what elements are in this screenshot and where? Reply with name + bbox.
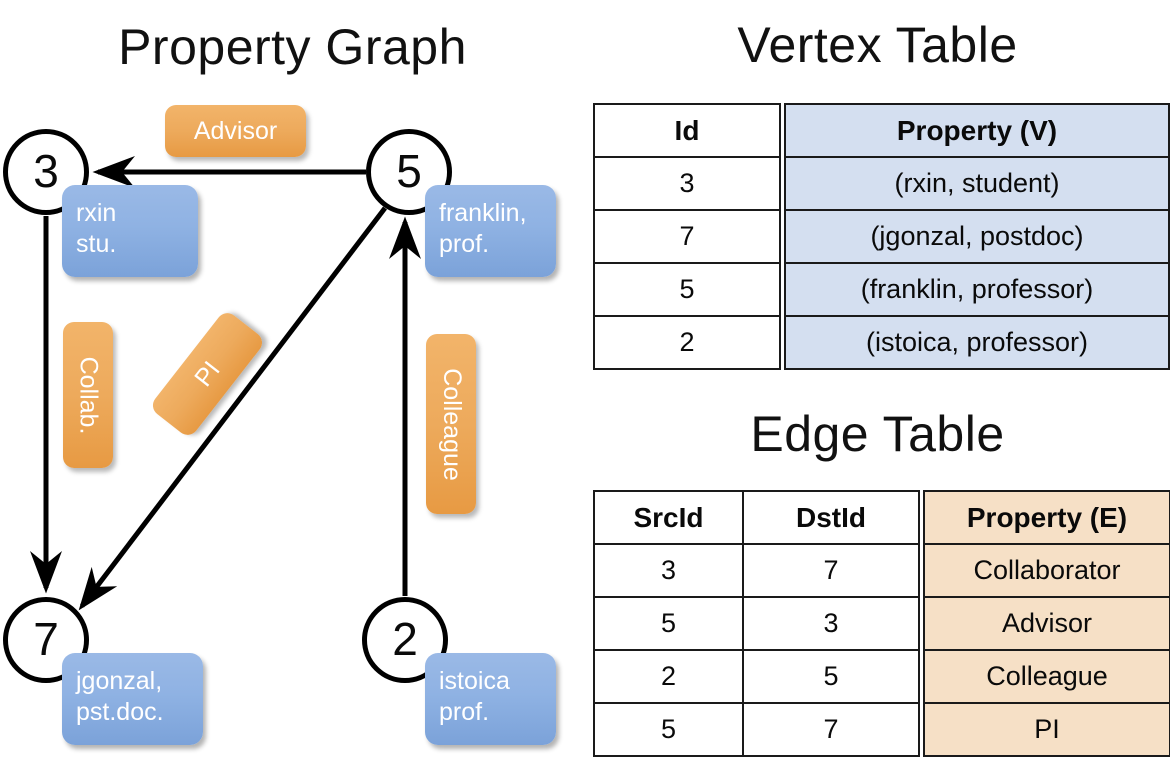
node-property-2-line-1: istoica	[439, 667, 510, 695]
vertex-header-id: Id	[593, 103, 781, 158]
vertex-cell-property: (rxin, student)	[784, 156, 1170, 211]
node-property-box-3: rxin stu.	[62, 185, 198, 277]
vertex-table-column-gap	[780, 157, 785, 210]
graph-node-7-label: 7	[33, 613, 59, 665]
edge-cell-property: Collaborator	[923, 543, 1170, 598]
vertex-table-column-gap	[780, 263, 785, 316]
property-graph-diagram: Advisor Collab. PI Colleague 3 5 7 2 rxi…	[3, 105, 556, 745]
vertex-table-header-row: Id Property (V)	[593, 103, 1170, 158]
edge-table-column-gap	[919, 544, 924, 597]
vertex-cell-id: 7	[593, 209, 781, 264]
vertex-cell-property: (franklin, professor)	[784, 262, 1170, 317]
edge-cell-srcid: 2	[593, 649, 744, 704]
edge-header-dstid: DstId	[742, 490, 920, 545]
vertex-table: Id Property (V) 3 (rxin, student) 7 (jgo…	[593, 103, 1170, 370]
edge-table-column-gap	[919, 650, 924, 703]
node-property-box-7: jgonzal, pst.doc.	[62, 653, 203, 745]
table-row: 3 (rxin, student)	[593, 156, 1170, 211]
vertex-cell-id: 5	[593, 262, 781, 317]
graph-node-2-label: 2	[392, 613, 418, 665]
edge-cell-srcid: 3	[593, 543, 744, 598]
vertex-cell-id: 3	[593, 156, 781, 211]
vertex-table-column-gap	[780, 316, 785, 369]
edge-label-colleague: Colleague	[426, 334, 476, 514]
vertex-cell-id: 2	[593, 315, 781, 370]
edge-table-column-gap	[919, 491, 924, 544]
edge-table-title: Edge Table	[750, 406, 1005, 462]
edge-label-collab-text: Collab.	[74, 356, 103, 434]
graph-node-3-label: 3	[33, 145, 59, 197]
edge-cell-dstid: 7	[742, 702, 920, 757]
edge-table: SrcId DstId Property (E) 3 7 Collaborato…	[593, 490, 1170, 757]
edge-cell-dstid: 7	[742, 543, 920, 598]
graph-edges-layer	[30, 156, 421, 611]
edge-table-column-gap	[919, 597, 924, 650]
graph-node-2[interactable]: 2	[362, 597, 448, 683]
table-row: 5 7 PI	[593, 702, 1170, 757]
node-property-2-line-2: prof.	[439, 697, 490, 726]
edge-cell-property: Colleague	[923, 649, 1170, 704]
vertex-table-column-gap	[780, 104, 785, 157]
table-row: 3 7 Collaborator	[593, 543, 1170, 598]
edge-cell-dstid: 5	[742, 649, 920, 704]
table-row: 7 (jgonzal, postdoc)	[593, 209, 1170, 264]
node-property-box-2: istoica prof.	[425, 653, 556, 745]
node-property-7-line-1: jgonzal,	[76, 667, 163, 695]
table-row: 5 3 Advisor	[593, 596, 1170, 651]
edge-label-colleague-text: Colleague	[437, 367, 466, 481]
table-row: 5 (franklin, professor)	[593, 262, 1170, 317]
node-property-5-line-1: franklin,	[439, 199, 527, 227]
graph-node-5[interactable]: 5	[366, 129, 452, 215]
edge-header-property: Property (E)	[923, 490, 1170, 545]
table-row: 2 5 Colleague	[593, 649, 1170, 704]
table-row: 2 (istoica, professor)	[593, 315, 1170, 370]
node-property-box-5: franklin, prof.	[425, 185, 556, 277]
edge-table-column-gap	[919, 703, 924, 756]
vertex-table-title: Vertex Table	[737, 17, 1018, 73]
vertex-cell-property: (jgonzal, postdoc)	[784, 209, 1170, 264]
edge-label-pi-text: PI	[188, 355, 226, 392]
edge-header-srcid: SrcId	[593, 490, 744, 545]
node-property-3-line-2: stu.	[76, 229, 117, 258]
edge-label-advisor-text: Advisor	[193, 116, 278, 145]
edge-cell-dstid: 3	[742, 596, 920, 651]
property-graph-title: Property Graph	[118, 19, 467, 75]
node-property-3-line-1: rxin	[76, 199, 117, 227]
edge-cell-property: PI	[923, 702, 1170, 757]
vertex-table-column-gap	[780, 210, 785, 263]
edge-cell-srcid: 5	[593, 596, 744, 651]
node-property-7-line-2: pst.doc.	[76, 697, 164, 726]
edge-cell-srcid: 5	[593, 702, 744, 757]
edge-table-header-row: SrcId DstId Property (E)	[593, 490, 1170, 545]
vertex-cell-property: (istoica, professor)	[784, 315, 1170, 370]
edge-label-advisor: Advisor	[165, 105, 306, 157]
edge-label-collab: Collab.	[63, 322, 113, 468]
node-property-5-line-2: prof.	[439, 229, 490, 258]
edge-cell-property: Advisor	[923, 596, 1170, 651]
edge-5-to-7	[78, 206, 387, 611]
graph-node-5-label: 5	[396, 145, 422, 197]
vertex-header-property: Property (V)	[784, 103, 1170, 158]
